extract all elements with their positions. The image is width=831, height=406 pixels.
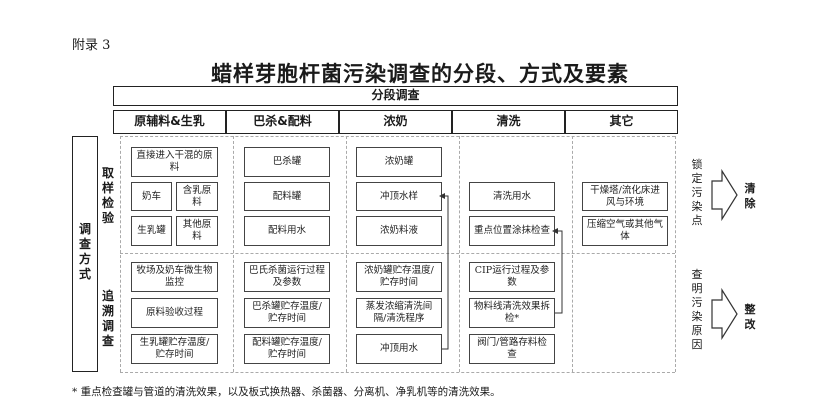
sampling-label: 取样检验 <box>101 166 114 225</box>
cell-pasteur-tank: 巴杀罐 <box>244 147 330 177</box>
survey-method-frame <box>72 136 98 372</box>
arrow-bottom-shape <box>711 287 738 341</box>
cell-line-cleaning-inspection: 物料线清洗效果拆检* <box>469 298 555 328</box>
col-header-pasteur: 巴杀&配料 <box>226 110 339 134</box>
grid-line <box>459 136 460 372</box>
col-header-raw: 原辅料&生乳 <box>113 110 226 134</box>
cell-cip-operation: CIP运行过程及参数 <box>469 262 555 292</box>
clear-label: 清除 <box>744 182 756 210</box>
cell-milk-raw-material: 含乳原料 <box>176 182 218 211</box>
col-header-other: 其它 <box>565 110 678 134</box>
cell-concentrate-tank: 浓奶罐 <box>356 147 442 177</box>
cell-concentrate-liquid: 浓奶料液 <box>356 216 442 246</box>
cell-direct-dry-mix: 直接进入干混的原料 <box>131 147 218 177</box>
cell-concentrate-tank-storage: 浓奶罐贮存温度/贮存时间 <box>356 262 442 292</box>
grid-line <box>233 136 234 372</box>
cell-pasture-monitoring: 牧场及奶车微生物监控 <box>131 262 218 292</box>
arrow-top-shape <box>711 168 738 222</box>
footnote: * 重点检查罐与管道的清洗效果，以及板式换热器、杀菌器、分离机、净乳机等的清洗效… <box>72 386 501 398</box>
cell-mix-water: 配料用水 <box>244 216 330 246</box>
col-header-concentrate: 浓奶 <box>339 110 452 134</box>
lock-contamination-label: 锁定污染点 <box>691 158 703 227</box>
cell-raw-acceptance: 原料验收过程 <box>131 298 218 328</box>
cell-milk-truck: 奶车 <box>131 182 172 211</box>
col-header-cleaning: 清洗 <box>452 110 565 134</box>
cell-mix-tank-storage: 配料罐贮存温度/贮存时间 <box>244 334 330 364</box>
rectify-label: 整改 <box>744 303 756 331</box>
grid-line <box>346 136 347 372</box>
cell-pasteur-operation: 巴氏杀菌运行过程及参数 <box>244 262 330 292</box>
grid-line <box>120 253 675 254</box>
connector-arrow <box>552 228 563 314</box>
cell-other-raw-material: 其他原料 <box>176 216 218 246</box>
cell-dryer-environment: 干燥塔/流化床进风与环境 <box>582 182 668 211</box>
cell-evaporator-cleaning: 蒸发浓缩清洗间隔/清洗程序 <box>356 298 442 328</box>
page-title: 蜡样芽胞杆菌污染调查的分段、方式及要素 <box>211 61 629 86</box>
cell-flush-water: 冲顶用水 <box>356 334 442 364</box>
cell-pasteur-tank-storage: 巴杀罐贮存温度/贮存时间 <box>244 298 330 328</box>
grid-line <box>120 136 675 137</box>
trace-label: 追溯调查 <box>101 289 114 348</box>
cell-raw-milk-tank: 生乳罐 <box>131 216 172 246</box>
appendix-label: 附录 3 <box>72 38 111 53</box>
cell-mix-tank: 配料罐 <box>244 182 330 211</box>
grid-line <box>120 136 121 372</box>
grid-line <box>572 136 573 372</box>
cell-raw-tank-storage: 生乳罐贮存温度/贮存时间 <box>131 334 218 364</box>
cell-swab-check: 重点位置涂抹检查 <box>469 216 555 246</box>
survey-method-label: 调查方式 <box>78 222 91 281</box>
grid-line <box>675 136 676 372</box>
cell-valve-pipe-check: 阀门/管路存料检查 <box>469 334 555 364</box>
grid-line <box>120 372 675 373</box>
cell-compressed-air: 压缩空气或其他气体 <box>582 216 668 246</box>
find-cause-label: 查明污染原因 <box>691 268 703 351</box>
cell-cleaning-water: 清洗用水 <box>469 182 555 211</box>
stage-banner: 分段调查 <box>113 86 678 106</box>
connector-arrow <box>439 193 449 350</box>
